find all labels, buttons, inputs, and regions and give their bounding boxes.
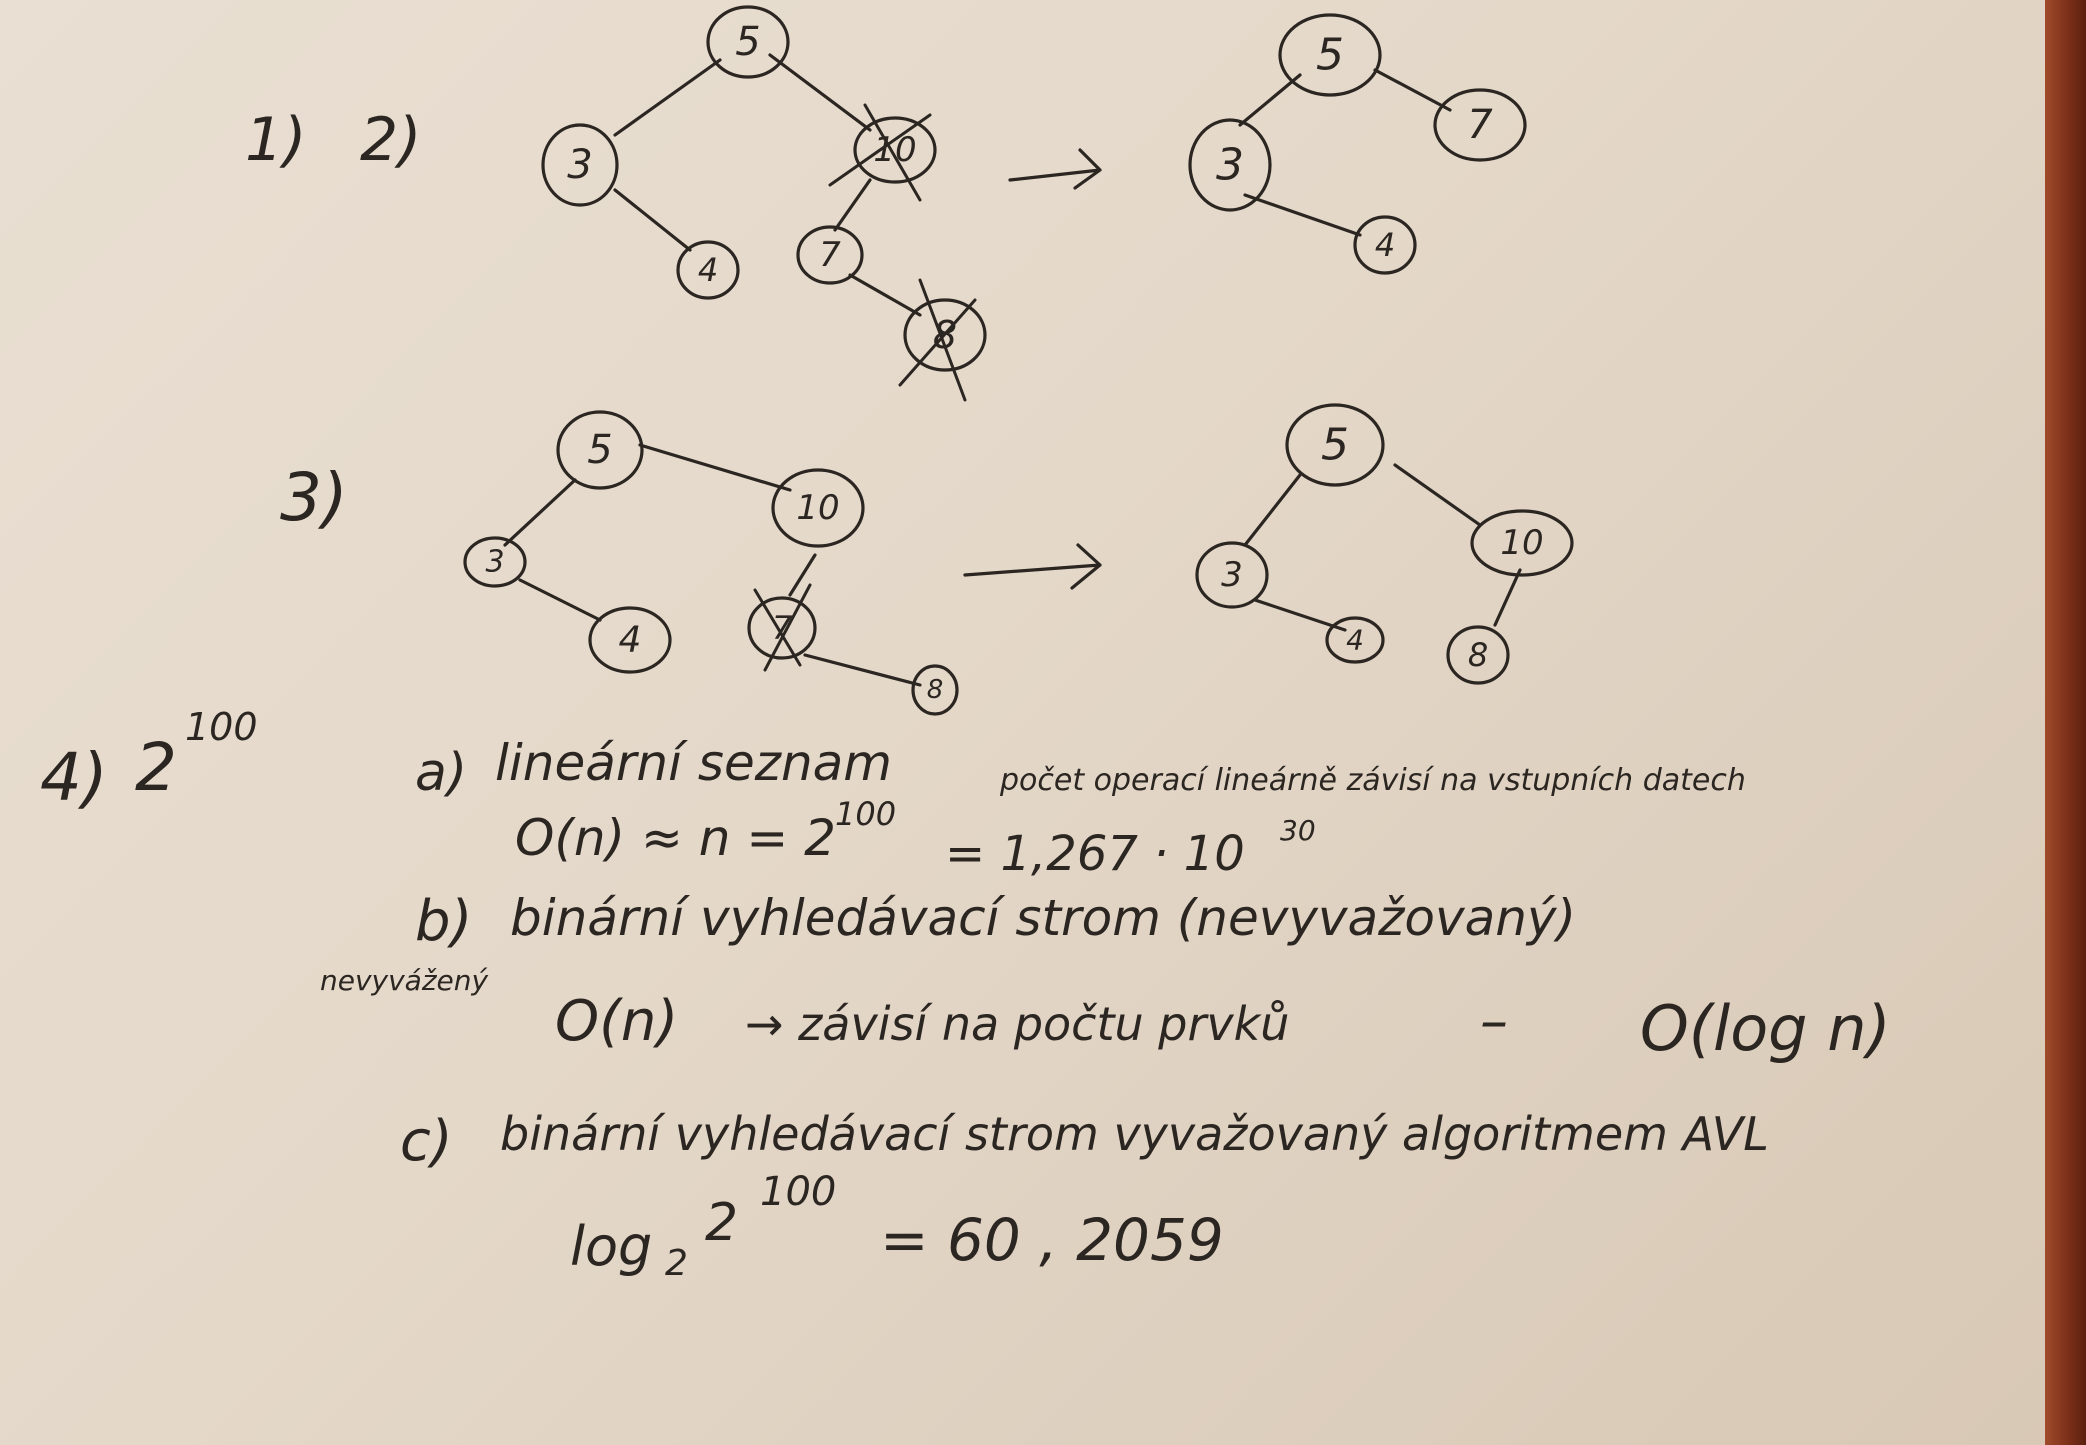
a-formula: O(n) ≈ n = 2: [515, 809, 836, 867]
a-value: = 1,267 · 10: [945, 826, 1245, 882]
svg-text:5: 5: [1316, 30, 1344, 81]
svg-text:3: 3: [1221, 555, 1243, 595]
c-formula: log: [570, 1215, 652, 1278]
q4-exp: 100: [185, 705, 258, 749]
arrow-icon: [1008, 148, 1102, 190]
svg-text:3: 3: [567, 142, 592, 188]
tree1-after: 5 3 4 7: [1188, 13, 1527, 275]
node-10: [1470, 509, 1574, 577]
a-note: počet operací lineárně závisí na vstupní…: [999, 763, 1746, 798]
node-8-deleted: [903, 298, 987, 372]
node-10: [771, 468, 865, 548]
c-text: binární vyhledávací strom vyvažovaný alg…: [500, 1107, 1769, 1161]
node-3: [541, 123, 619, 207]
question-4: 2 100 a) lineární seznam počet operací l…: [135, 705, 1891, 1284]
node-4: [676, 240, 740, 300]
table-edge: [2045, 0, 2086, 1445]
c-sub: 2: [665, 1243, 688, 1284]
svg-text:10: 10: [796, 488, 839, 528]
svg-text:3: 3: [485, 545, 504, 580]
node-8: [911, 664, 959, 716]
svg-text:5: 5: [735, 19, 760, 65]
b-note: → závisí na počtu prvků: [745, 997, 1289, 1051]
b-margin: nevyvážený: [320, 964, 489, 997]
svg-text:4: 4: [1346, 624, 1364, 657]
svg-text:7: 7: [772, 609, 793, 647]
svg-text:4: 4: [698, 251, 718, 289]
svg-text:4: 4: [1375, 226, 1395, 264]
label-4: 4): [40, 739, 108, 816]
svg-text:5: 5: [1321, 420, 1349, 471]
c-label: c): [400, 1109, 453, 1174]
b-dash: –: [1480, 989, 1508, 1054]
arrow-icon: [963, 543, 1102, 590]
b-result: O(log n): [1640, 992, 1891, 1065]
a-value-exp: 30: [1280, 814, 1316, 847]
q4-base: 2: [135, 729, 177, 806]
node-8: [1446, 625, 1510, 685]
c-base: 2: [705, 1193, 738, 1253]
b-formula: O(n): [555, 989, 678, 1054]
svg-text:7: 7: [819, 235, 841, 275]
node-3: [1188, 118, 1272, 212]
svg-text:8: 8: [1468, 636, 1488, 674]
svg-text:7: 7: [1467, 102, 1493, 148]
tree2-after: 5 3 4 10 8: [1195, 403, 1574, 685]
tree2-before: 5 3 4 10 7 8: [463, 410, 959, 716]
label-2: 2): [360, 105, 422, 175]
svg-text:8: 8: [927, 675, 944, 705]
node-5: [1285, 403, 1385, 487]
node-7: [796, 225, 864, 285]
node-3: [1195, 541, 1269, 609]
c-exp: 100: [760, 1169, 836, 1215]
node-10-deleted: [853, 116, 937, 184]
node-7-deleted: [747, 596, 817, 660]
node-4: [1325, 616, 1385, 664]
node-5: [556, 410, 644, 490]
a-label: a): [415, 743, 467, 803]
svg-text:4: 4: [619, 620, 642, 661]
a-text: lineární seznam: [495, 734, 892, 792]
node-5: [1278, 13, 1382, 97]
label-3: 3): [280, 459, 348, 536]
node-7: [1433, 88, 1527, 162]
node-4: [1353, 215, 1417, 275]
node-4: [588, 606, 672, 674]
b-text: binární vyhledávací strom (nevyvažovaný): [510, 889, 1576, 947]
b-label: b): [415, 889, 472, 954]
svg-text:5: 5: [587, 427, 612, 473]
a-exp: 100: [835, 795, 896, 833]
svg-text:3: 3: [1216, 140, 1244, 191]
label-1: 1): [245, 105, 307, 175]
svg-text:10: 10: [1500, 523, 1543, 563]
node-5: [706, 5, 790, 79]
c-value: = 60 , 2059: [880, 1206, 1224, 1274]
node-3: [463, 536, 527, 588]
tree1-before: 5 3 4 10 7 8: [541, 5, 987, 402]
